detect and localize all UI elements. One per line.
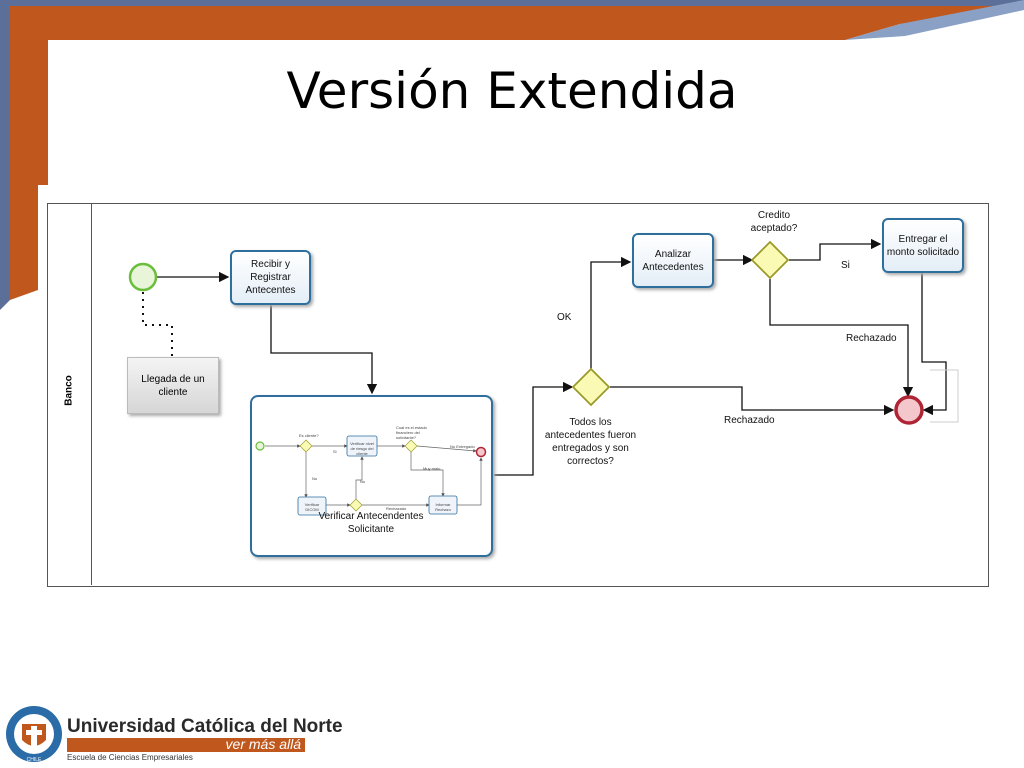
sub-label-muy-malo: Muy malo [423, 466, 441, 471]
sub-gateway-1 [299, 439, 313, 453]
task-entregar-monto[interactable]: Entregar el monto solicitado [882, 218, 964, 273]
flow-label-rechazado-bottom: Rechazado [724, 415, 775, 426]
gateway-credito-aceptado [750, 240, 790, 280]
flow-verificar-to-gateway [494, 381, 574, 476]
lane-bg-line [930, 369, 959, 423]
sub-end-event [475, 446, 487, 458]
tagline-bar [67, 738, 305, 752]
sub-label-q2: Cual es el estado financiero del solicit… [396, 425, 427, 440]
gateway-todos-label: Todos los antecedentes fueron entregados… [544, 417, 637, 467]
flow-label-rechazado-top: Rechazado [846, 333, 897, 344]
subprocess-label: Verificar Antecendentes Solicitante [318, 511, 424, 535]
frame-left-gray [0, 300, 6, 304]
tagline: ver más allá [225, 736, 301, 752]
sub-task-riesgo [346, 435, 378, 457]
university-seal: CHILE [6, 706, 62, 763]
frame-blue-band [0, 0, 1024, 6]
association-dotted [142, 292, 173, 356]
start-event [128, 262, 158, 292]
flow-label-ok: OK [557, 312, 572, 323]
flow-gateway-rechazado [610, 386, 895, 416]
flow-gateway-to-analizar [590, 256, 632, 369]
flow-recibir-to-verificar [270, 305, 378, 395]
task-analizar-antecedentes[interactable]: Analizar Antecedentes [632, 233, 714, 288]
end-event [894, 395, 924, 425]
annotation-llegada-cliente: Llegada de un cliente [127, 357, 219, 414]
sub-label-dicom: Verificar DICOM [304, 502, 320, 512]
slide-title: Versión Extendida [286, 62, 738, 120]
sub-label-no: No [312, 476, 318, 481]
sub-flow-8 [355, 456, 364, 499]
sub-task-rechazo [428, 495, 458, 515]
task-recibir-registrar[interactable]: Recibir y Registrar Antecentes [230, 250, 311, 305]
frame-blue-right [845, 0, 1024, 40]
subprocess-verificar[interactable] [250, 395, 493, 557]
school-name: Escuela de Ciencias Empresariales [67, 753, 193, 762]
sub-flow-5 [416, 445, 477, 453]
flow-credito-si [789, 238, 882, 261]
sub-label-rechazado: Rechazado [386, 506, 407, 511]
lane-header [47, 203, 92, 585]
sub-task-dicom [297, 496, 327, 516]
sub-label-riesgo: Verificar nivel de riesgo del cliente [350, 441, 374, 456]
university-name: Universidad Católica del Norte [67, 716, 343, 737]
frame-blue-left [0, 0, 10, 310]
sub-gateway-3 [349, 498, 363, 512]
sub-flow-6 [410, 452, 445, 497]
sub-label-no-entregado: No Entregado [450, 444, 475, 449]
flow-credito-rechazado [769, 279, 914, 398]
gateway-todos-correctos [571, 367, 611, 407]
sub-gateway-2 [404, 439, 418, 453]
flow-entregar-to-end [921, 273, 947, 416]
sub-label-no-2: No [360, 479, 366, 484]
sub-label-q1: Es cliente? [299, 433, 319, 438]
seal-country: CHILE [27, 757, 42, 763]
sub-flow-10 [457, 457, 483, 506]
frame-orange-band [10, 6, 1024, 300]
sub-label-si: Si [333, 449, 337, 454]
sub-label-rechazo: Informar Rechazo [435, 502, 451, 512]
flow-label-si: Si [841, 260, 850, 271]
gateway-credito-label: Credito aceptado? [750, 210, 798, 234]
sub-start-event [255, 441, 265, 451]
